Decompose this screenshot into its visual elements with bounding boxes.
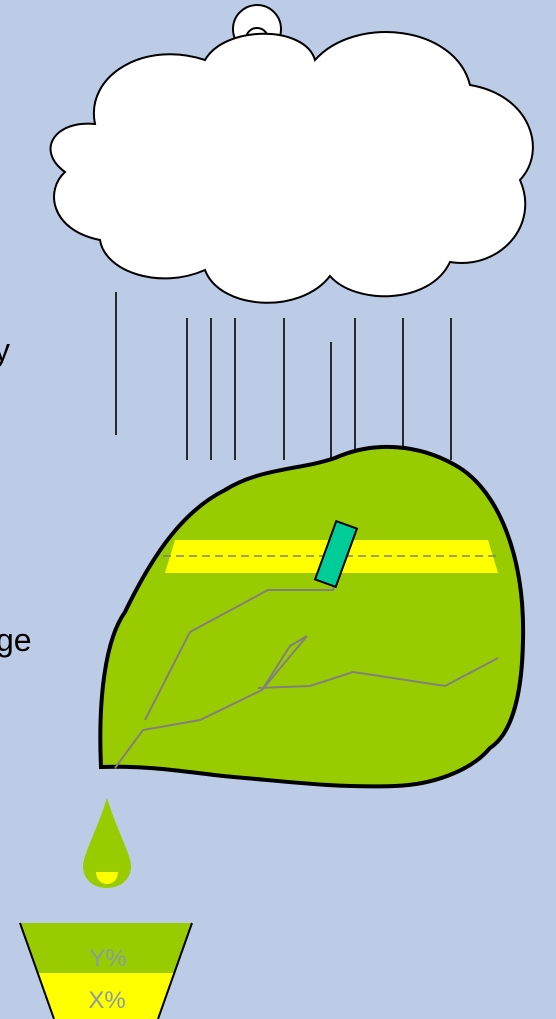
hill-shape — [100, 447, 523, 786]
cup-bottom-label: X% — [88, 987, 125, 1014]
cup-top-label: Y% — [89, 945, 126, 972]
cloud-shape — [51, 32, 533, 303]
